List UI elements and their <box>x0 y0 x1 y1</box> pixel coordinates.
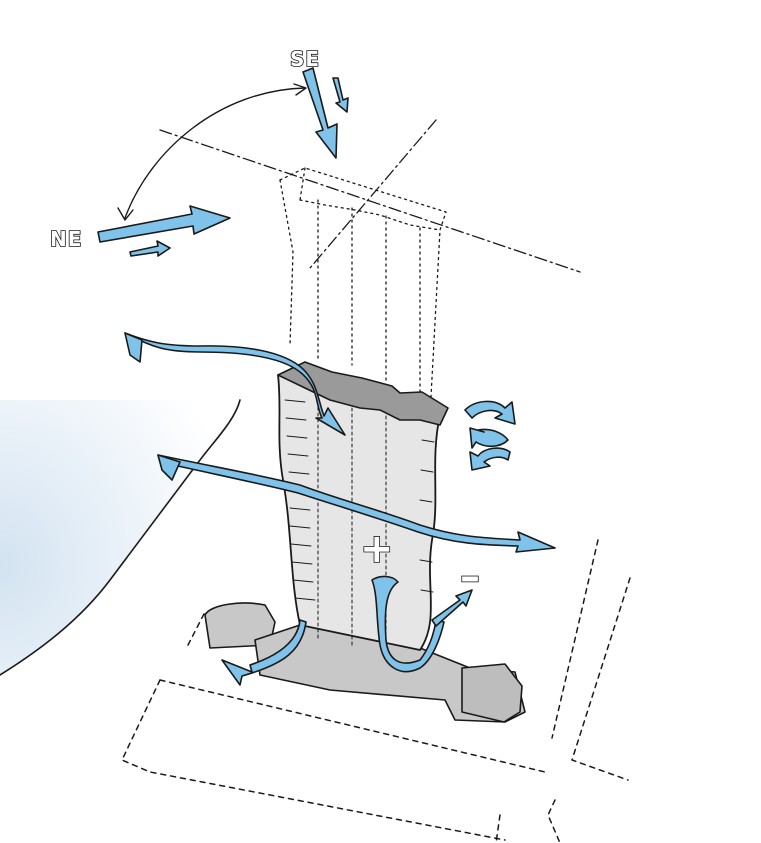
se-wind-arrow-small <box>332 77 349 113</box>
shoreline <box>0 399 241 676</box>
tower-hatch-lines <box>284 399 435 601</box>
se-label: SE <box>290 47 320 71</box>
positive-pressure-symbol: + <box>360 526 394 572</box>
water-area <box>0 400 240 675</box>
updraft-arrow <box>431 589 473 627</box>
axis-lines <box>159 119 581 273</box>
podium-right-block <box>461 663 523 723</box>
podium <box>204 602 526 723</box>
vortex-upper <box>464 400 516 425</box>
negative-pressure-symbol: – <box>460 554 480 600</box>
site-boundary <box>121 539 631 843</box>
downdraft-flow <box>371 575 445 673</box>
upper-wind-arrow-tail <box>124 332 143 363</box>
tower-roof <box>277 361 449 426</box>
direction-arc <box>117 83 307 221</box>
vortex-middle <box>469 427 509 449</box>
tower-outline-dotted <box>279 167 447 416</box>
ne-wind-arrow-small <box>129 240 171 257</box>
wind-arrows <box>97 67 556 686</box>
ne-label: NE <box>50 227 82 251</box>
vortex-lower <box>469 447 511 471</box>
upper-wind-flow <box>124 332 346 436</box>
middle-wind-flow <box>157 454 556 553</box>
se-wind-arrow-large <box>302 67 338 159</box>
ne-wind-arrow-large <box>97 205 231 243</box>
middle-wind-arrow-tail <box>157 454 181 481</box>
ground-flow-left <box>221 619 307 686</box>
